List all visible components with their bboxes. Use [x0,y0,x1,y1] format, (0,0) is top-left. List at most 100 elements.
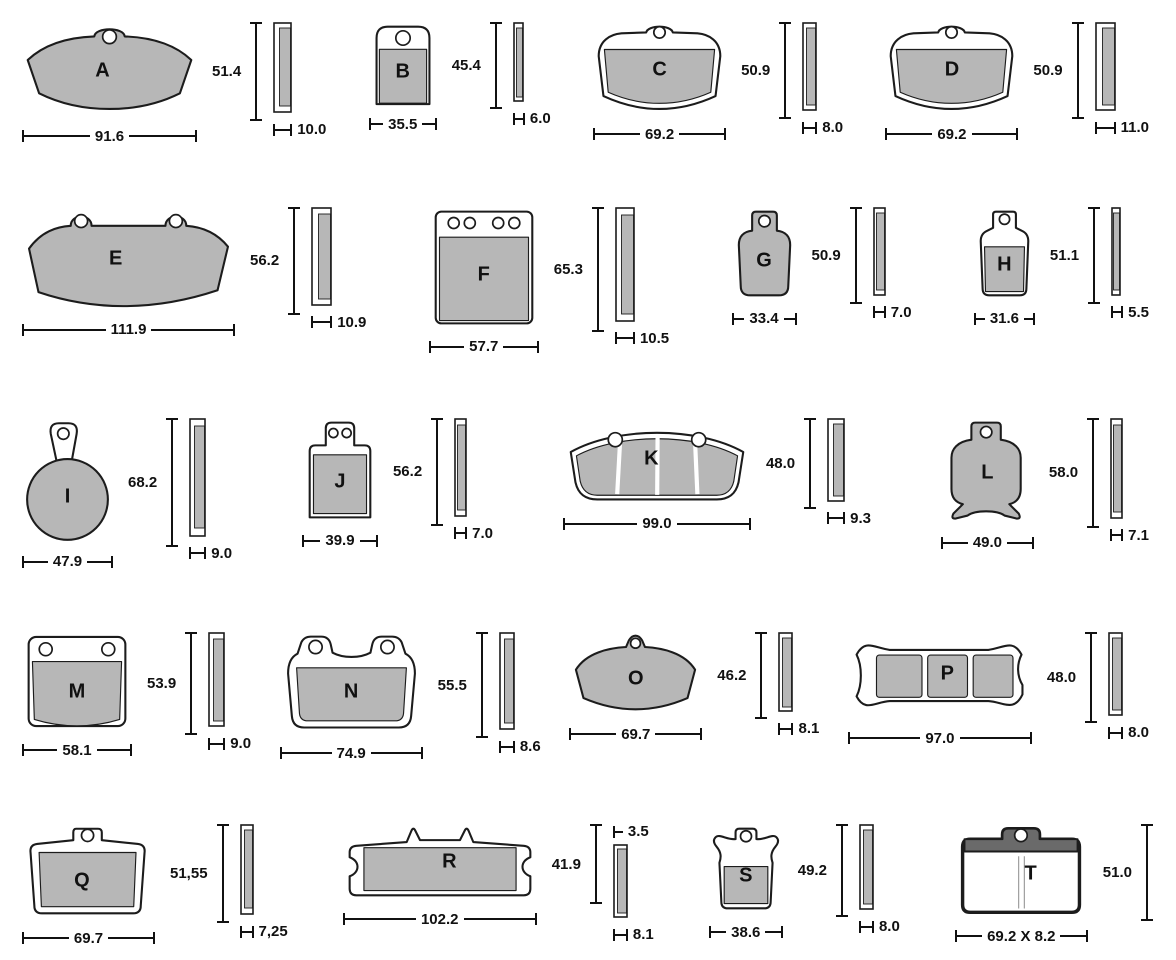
height-dimension: 45.4 [447,22,503,109]
pad-front-view-l: L [941,416,1034,526]
dimension-line [344,918,416,920]
dimension-tick [239,925,242,938]
dimension-tick [250,22,263,24]
pad-side-profile-graphic [827,417,845,502]
dimension-tick [279,747,282,760]
height-value: 46.2 [717,667,747,685]
width-dimension: 69.2 X 8.2 [954,927,1088,945]
height-dimension: 51.4 [207,22,263,121]
height-dimension: 56.2 [388,417,444,526]
thickness-dimension: 7.0 [454,526,498,541]
pad-side-view-s [859,824,874,910]
dimension-line [616,337,633,340]
pad-side-view-d [1094,22,1116,111]
pad-front-view-e: E [22,205,235,313]
thickness-value: 6.0 [529,110,551,127]
dimension-line [804,126,816,129]
pad-side-view-l [1110,417,1123,519]
width-dimension: 38.6 [708,924,783,940]
dimension-line [184,632,198,736]
dimension-line [249,22,263,121]
height-value: 65.3 [553,260,583,278]
dimension-line [710,931,727,933]
dimension-tick [589,902,602,904]
dimension-line [191,552,205,554]
dimension-tick [780,926,783,938]
pad-letter: J [334,470,346,493]
dimension-tick [522,112,525,125]
dimension-tick [311,316,314,329]
thickness-dimension: 7.0 [872,305,917,320]
dimension-line [1071,22,1085,119]
dimension-tick [434,118,437,130]
dimension-tick [512,112,515,125]
pad-front-view-a: A [22,20,197,119]
height-value: 45.4 [451,57,481,74]
dimension-tick [251,925,254,938]
dimension-tick [612,825,615,838]
dimension-tick [512,740,515,753]
dimension-line [108,937,154,939]
pad-front-view-r: R [343,822,537,902]
dimension-tick [1071,22,1084,24]
pad-shape-r-graphic [348,827,532,897]
thickness-dimension: 8.6 [498,739,546,754]
dimension-tick [591,206,604,209]
height-value: 48.0 [765,454,796,472]
dimension-tick [1108,726,1111,739]
pad-front-view-n: N [280,630,423,736]
pad-letter: C [652,58,667,81]
width-value: 69.2 X 8.2 [987,927,1056,945]
pad-side-profile-graphic [872,206,886,296]
dimension-tick [1140,824,1153,826]
dimension-tick [748,517,751,530]
dimension-line [733,317,745,320]
dimension-tick [614,332,617,345]
dimension-tick [804,506,817,509]
dimension-tick [779,117,792,119]
dimension-tick [625,928,628,941]
pad-shape-s-graphic [712,827,779,910]
thickness-dimension: 10.0 [273,122,331,137]
width-dimension: 69.7 [22,930,156,946]
thickness-value: 10.9 [337,313,367,331]
width-value: 74.9 [336,744,366,762]
dimension-line [96,749,131,752]
dimension-line [463,918,535,920]
thickness-dimension: 7,25 [239,924,293,939]
height-dimension: 49.2 [793,824,849,917]
width-value: 69.2 [644,125,675,143]
height-dimension: 58.0 [1044,417,1100,528]
height-value: 58.0 [1048,464,1079,481]
dimension-tick [195,130,198,142]
dimension-tick [273,123,276,136]
dimension-tick [431,417,444,420]
pad-side-view-e [311,206,333,306]
pad-side-column: 9.0 [208,632,256,751]
dimension-line [303,539,321,542]
height-value: 41.9 [551,855,581,873]
dimension-tick [835,824,848,826]
dimension-tick [872,306,875,319]
height-dimension: 50.9 [736,22,792,119]
thickness-value: 8.0 [1128,724,1149,742]
thickness-value: 9.3 [850,509,871,527]
pad-shape-f-graphic [434,210,534,325]
pad-letter: B [395,60,410,83]
dimension-line [596,208,599,330]
dimension-line [514,117,523,120]
pad-side-profile-graphic [859,824,874,910]
height-value: 51.1 [1049,246,1080,264]
dimension-line [241,930,252,933]
dimension-line [589,824,603,904]
pad-letter: I [64,485,71,508]
dimension-tick [755,632,768,635]
dimension-tick [954,930,957,942]
